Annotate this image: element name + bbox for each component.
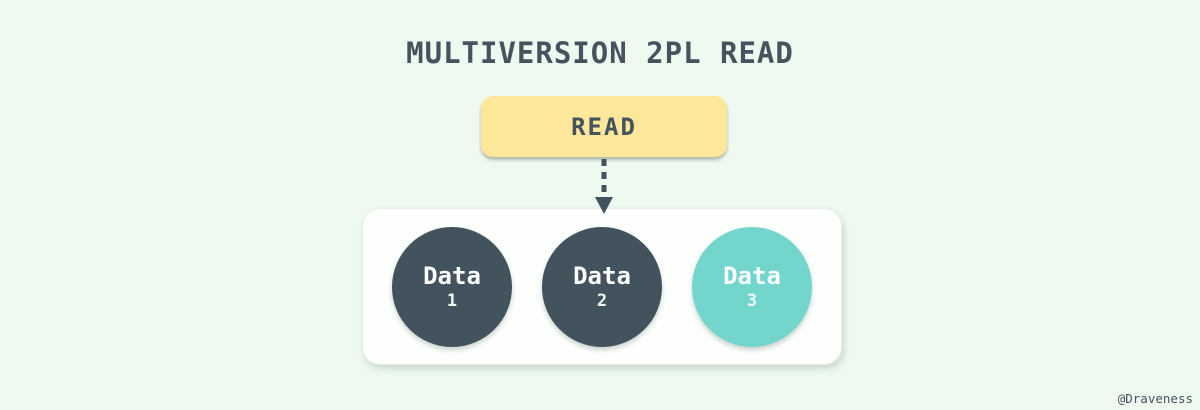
data-circle-1: Data 1	[392, 226, 512, 347]
data-circle-3-number: 3	[746, 290, 758, 311]
data-circle-1-label: Data	[423, 262, 481, 291]
diagram-title: MULTIVERSION 2PL READ	[406, 36, 794, 70]
data-store-container: Data 1 Data 2 Data 3	[362, 208, 842, 365]
data-circle-3: Data 3	[692, 226, 812, 347]
data-circle-2-number: 2	[596, 290, 608, 311]
read-node-label: READ	[571, 112, 637, 141]
data-circle-3-label: Data	[723, 262, 781, 291]
data-circle-2: Data 2	[542, 226, 662, 347]
arrow-down-icon	[595, 159, 613, 214]
watermark: @Draveness	[1117, 391, 1193, 406]
data-circle-2-label: Data	[573, 262, 631, 291]
data-circle-1-number: 1	[446, 290, 458, 311]
read-node: READ	[481, 96, 727, 157]
